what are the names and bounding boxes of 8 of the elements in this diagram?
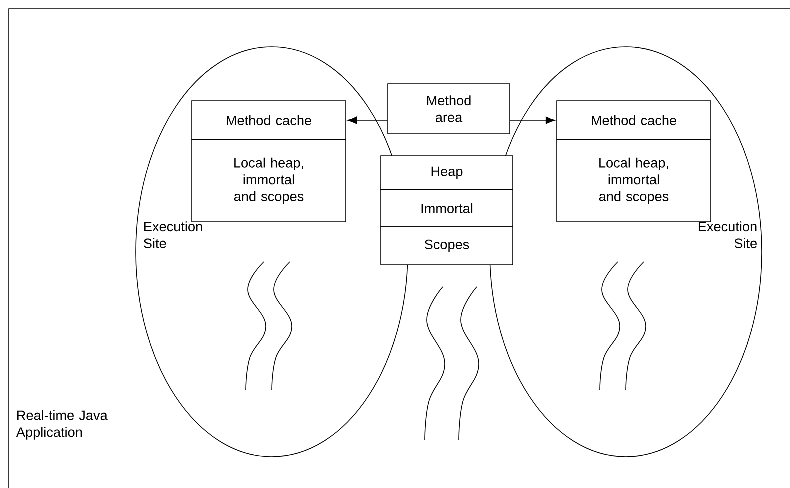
immortal-box: Immortal [380,190,514,228]
method-cache-box: Method cache [556,100,712,140]
arrow [348,116,388,124]
method-area-box: Method area [388,84,510,134]
heap-box: Heap [380,156,514,190]
arrow [510,116,556,124]
method-cache-box: Method cache [192,100,346,140]
scopes-box: Scopes [380,226,514,266]
